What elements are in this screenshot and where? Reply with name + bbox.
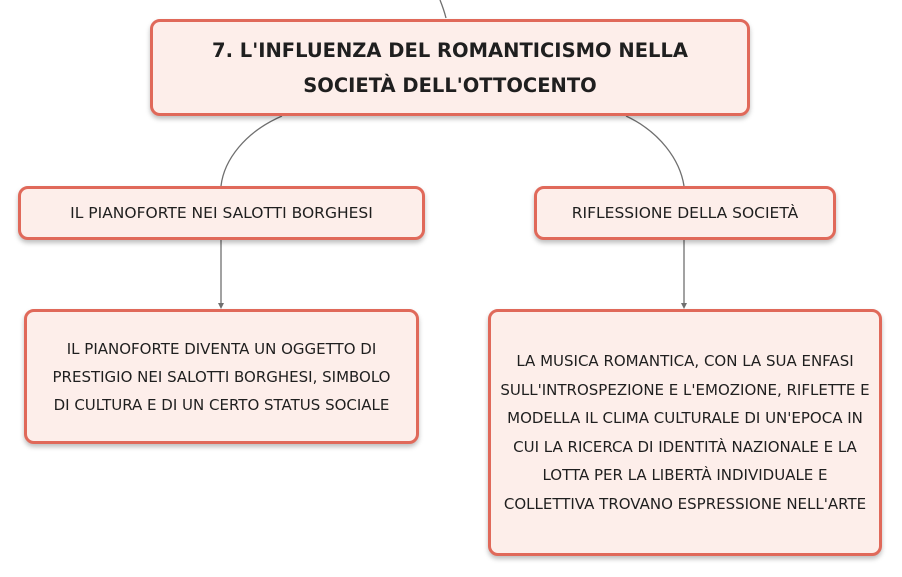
connector-parent-to-root [439,0,447,19]
detail-text-pianoforte: IL PIANOFORTE DIVENTA UN OGGETTO DI PRES… [52,339,391,414]
arrow-head-right-child [681,303,687,309]
branch-node-riflessione[interactable]: RIFLESSIONE DELLA SOCIETÀ [534,186,836,240]
connector-root-to-right-branch [625,115,685,187]
connector-root-to-left-branch [220,115,283,187]
branch-node-pianoforte[interactable]: IL PIANOFORTE NEI SALOTTI BORGHESI [18,186,425,240]
detail-node-riflessione[interactable]: LA MUSICA ROMANTICA, CON LA SUA ENFASI S… [488,309,882,556]
detail-text-riflessione: LA MUSICA ROMANTICA, CON LA SUA ENFASI S… [500,352,870,513]
detail-node-pianoforte[interactable]: IL PIANOFORTE DIVENTA UN OGGETTO DI PRES… [24,309,419,444]
arrow-head-left-child [218,303,224,309]
root-topic-node[interactable]: 7. L'INFLUENZA DEL ROMANTICISMO NELLA SO… [150,19,750,116]
branch-label-riflessione: RIFLESSIONE DELLA SOCIETÀ [571,204,799,222]
root-topic-text: 7. L'INFLUENZA DEL ROMANTICISMO NELLA SO… [212,38,688,97]
branch-label-pianoforte: IL PIANOFORTE NEI SALOTTI BORGHESI [70,204,373,222]
